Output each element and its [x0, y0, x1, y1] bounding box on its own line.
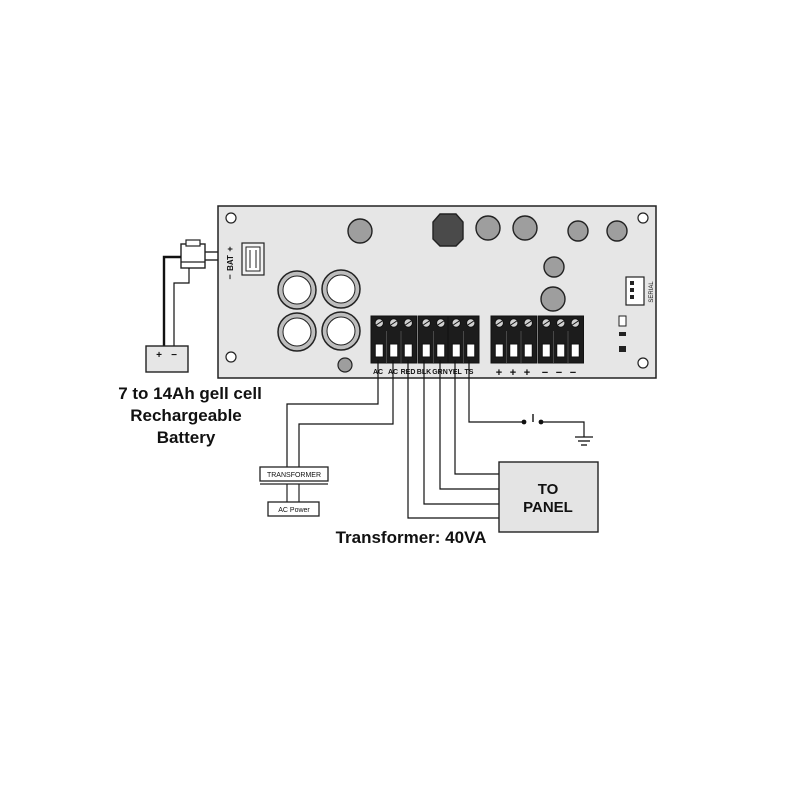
terminal-block-ac — [370, 315, 417, 364]
ts-wire — [468, 360, 522, 423]
serial-label: SERIAL — [649, 281, 655, 303]
ts-wire-ground — [542, 421, 585, 437]
terminal-block-minus — [537, 315, 584, 364]
component-row — [347, 213, 628, 312]
terminal-wire-opening — [374, 343, 384, 358]
circuit-board: BAT − + — [217, 205, 657, 379]
ac-wire-1 — [286, 360, 379, 467]
jumper — [619, 346, 626, 352]
battery-wire — [162, 255, 181, 346]
wiring — [286, 360, 585, 519]
terminal-wire-opening — [403, 343, 413, 358]
capacitor-top — [326, 274, 356, 304]
round-component — [567, 220, 589, 242]
octagon-component — [432, 213, 464, 247]
terminal-block-grn-yel — [447, 315, 480, 364]
panel-box — [498, 461, 599, 533]
transformer-caption: Transformer: 40VA — [336, 528, 487, 547]
sign-minus-2: − — [556, 367, 562, 379]
sign-plus-3: + — [524, 367, 530, 379]
panel-label-line-1: TO — [538, 481, 559, 498]
terminal-wire-opening — [466, 343, 476, 358]
terminal-wire-opening — [556, 343, 566, 358]
battery: + − 7 to 14Ah gell cell Rechargeable Bat… — [118, 239, 262, 447]
sign-plus-2: + — [510, 367, 516, 379]
round-component — [543, 256, 565, 278]
grn-wire — [439, 360, 499, 490]
terminal-wire-opening — [389, 343, 399, 358]
terminal-wire-opening — [541, 343, 551, 358]
sign-plus-1: + — [496, 367, 502, 379]
serial-connector: SERIAL — [625, 276, 655, 306]
to-panel: TO PANEL — [498, 461, 599, 533]
battery-plus-label: + — [156, 350, 162, 361]
battery-connector: BAT − + — [225, 242, 265, 280]
transformer-box — [259, 466, 329, 482]
round-component — [347, 218, 373, 244]
bat-plus-label: + — [225, 246, 235, 251]
bat-minus-label: − — [225, 274, 235, 279]
mounting-hole-top-left — [225, 212, 237, 224]
ac-power-box — [267, 501, 320, 517]
battery-plug — [180, 243, 206, 269]
red-wire — [407, 360, 499, 519]
jumper — [618, 315, 627, 327]
terminal-wire-opening — [570, 343, 580, 358]
ground-symbol — [575, 436, 593, 446]
terminal-wire-opening — [451, 343, 461, 358]
battery-caption-line-2: Rechargeable — [130, 406, 242, 425]
terminal-wire-opening — [421, 343, 431, 358]
terminal-wire-opening — [523, 343, 533, 358]
small-component — [337, 357, 353, 373]
tamper-switch — [521, 414, 544, 425]
round-component — [475, 215, 501, 241]
mounting-hole-bottom-right — [637, 357, 649, 369]
bat-label: BAT — [226, 255, 235, 271]
capacitor-top — [326, 316, 356, 346]
transformer-box-label: TRANSFORMER — [267, 472, 321, 479]
transformer: TRANSFORMER AC Power Transformer: 40VA — [259, 466, 487, 547]
round-component — [512, 215, 538, 241]
jumper — [619, 332, 626, 336]
round-component — [606, 220, 628, 242]
terminal-block-red-blk — [417, 315, 450, 364]
terminal-blocks — [370, 315, 584, 364]
round-component — [540, 286, 566, 312]
battery-caption-line-3: Battery — [157, 428, 216, 447]
battery-box — [145, 345, 189, 373]
panel-label-line-2: PANEL — [523, 499, 573, 516]
mounting-hole-bottom-left — [225, 351, 237, 363]
terminal-wire-opening — [509, 343, 519, 358]
yel-wire — [454, 360, 499, 475]
capacitor-top — [282, 317, 312, 347]
ac-power-label: AC Power — [278, 507, 310, 514]
capacitor-group — [277, 269, 361, 373]
ac-wire-2 — [298, 360, 394, 467]
capacitor-top — [282, 275, 312, 305]
terminal-wire-opening — [494, 343, 504, 358]
blk-wire — [423, 360, 499, 505]
sign-minus-3: − — [570, 367, 576, 379]
terminal-block-plus — [490, 315, 537, 364]
battery-caption-line-1: 7 to 14Ah gell cell — [118, 384, 262, 403]
mounting-hole-top-right — [637, 212, 649, 224]
sign-minus-1: − — [542, 367, 548, 379]
battery-wire — [173, 268, 190, 346]
battery-minus-label: − — [171, 350, 177, 361]
terminal-wire-opening — [436, 343, 446, 358]
